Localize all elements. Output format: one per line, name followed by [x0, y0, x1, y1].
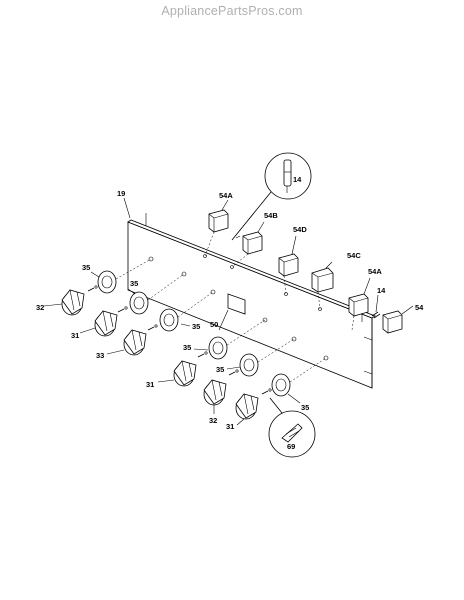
label-31-a: 31	[71, 331, 79, 340]
label-54a-top: 54A	[219, 191, 233, 200]
clip-callout	[231, 152, 312, 241]
switch-54d	[278, 253, 299, 295]
label-19: 19	[117, 189, 125, 198]
switch-54a-top	[204, 209, 229, 257]
label-33: 33	[96, 351, 104, 360]
label-54a-right: 54A	[368, 267, 382, 276]
label-14: 14	[377, 286, 386, 295]
bezel-2	[129, 273, 185, 315]
knob-31-c	[235, 393, 259, 420]
label-54d: 54D	[293, 225, 307, 234]
label-31-c: 31	[226, 422, 234, 431]
label-31-b: 31	[146, 380, 154, 389]
knob-32-right	[203, 379, 227, 406]
switch-54a-right	[348, 293, 369, 331]
label-35-b: 35	[130, 279, 138, 288]
display-window	[227, 293, 246, 315]
label-54c: 54C	[347, 251, 361, 260]
bezel-4	[208, 319, 266, 360]
panel-holes	[148, 254, 329, 361]
label-35-e: 35	[216, 365, 224, 374]
label-32-b: 32	[209, 416, 217, 425]
bezel-6	[271, 357, 327, 397]
label-14-callout: 14	[293, 175, 302, 184]
label-35-f: 35	[301, 403, 309, 412]
screw-callout	[268, 397, 316, 458]
bezel-5	[239, 338, 295, 377]
knob-33	[123, 329, 147, 356]
label-35-a: 35	[82, 263, 90, 272]
label-32-a: 32	[36, 303, 44, 312]
label-50: 50	[210, 320, 218, 329]
bezel-screws	[87, 285, 272, 395]
knob-31-a	[94, 310, 118, 337]
label-35-d: 35	[183, 343, 191, 352]
label-54: 54	[415, 303, 424, 312]
bezel-3	[159, 291, 214, 332]
leader-lines	[43, 197, 414, 426]
control-panel	[127, 213, 376, 389]
bezel-1	[97, 258, 152, 294]
knob-32-left	[61, 289, 85, 316]
knob-31-b	[173, 360, 197, 387]
label-54b: 54B	[264, 211, 278, 220]
label-69: 69	[287, 442, 295, 451]
clip-14	[371, 311, 381, 319]
label-35-c: 35	[192, 322, 200, 331]
switch-54	[382, 310, 403, 334]
site-watermark: AppliancePartsPros.com	[161, 4, 303, 18]
switch-54c	[311, 267, 334, 310]
